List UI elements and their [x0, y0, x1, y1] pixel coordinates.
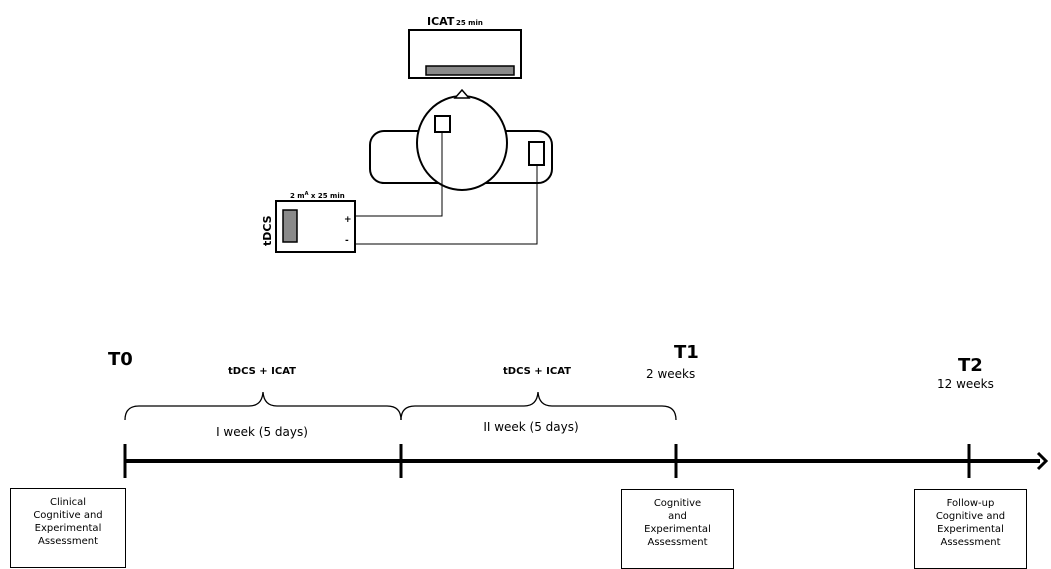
head-schematic [369, 88, 553, 191]
assessment-t2-line: Experimental [937, 524, 1004, 535]
timepoint-t0: T0 [108, 349, 133, 370]
assessment-t1-line: Cognitive [653, 498, 702, 509]
timepoint-t1-sub: 2 weeks [646, 367, 695, 381]
timeline-arrowhead [1036, 451, 1049, 471]
assessment-t1-line: Experimental [644, 524, 711, 535]
assessment-t0-line: Cognitive and [33, 510, 103, 521]
timepoint-t2: T2 [958, 355, 983, 376]
assessment-t1-line: Assessment [647, 537, 708, 548]
tdcs-label: tDCS [261, 215, 274, 246]
assessment-box-t2: Follow-up Cognitive and Experimental Ass… [914, 489, 1027, 569]
assessment-t0-line: Experimental [34, 523, 102, 534]
assessment-t1-line: and [668, 511, 687, 522]
phase1-title: tDCS + ICAT [228, 366, 296, 377]
anode-wire [355, 132, 443, 217]
tdcs-dose: 2 mA x 25 min [290, 191, 345, 200]
brace-week2 [400, 391, 677, 421]
tdcs-device [275, 200, 356, 253]
phase1-period: I week (5 days) [216, 425, 308, 439]
anode-electrode [434, 115, 451, 133]
timepoint-t2-sub: 12 weeks [937, 377, 994, 391]
cathode-sign: - [345, 236, 349, 246]
icat-screen [408, 29, 522, 79]
assessment-t2-line: Assessment [940, 537, 1001, 548]
assessment-box-t0: Clinical Cognitive and Experimental Asse… [10, 488, 126, 568]
brace-week1 [124, 391, 402, 421]
timepoint-t1: T1 [674, 342, 699, 363]
cathode-wire [355, 165, 538, 245]
phase2-title: tDCS + ICAT [503, 366, 571, 377]
assessment-t0-line: Assessment [38, 536, 98, 547]
icat-duration: 25 min [456, 19, 483, 27]
icat-label: ICAT [427, 15, 455, 28]
anode-sign: + [344, 215, 352, 225]
assessment-t2-line: Follow-up [946, 498, 995, 509]
assessment-box-t1: Cognitive and Experimental Assessment [621, 489, 734, 569]
assessment-t2-line: Cognitive and [935, 511, 1006, 522]
cathode-electrode [528, 141, 545, 166]
assessment-t0-line: Clinical [49, 497, 87, 508]
phase2-period: II week (5 days) [483, 420, 578, 434]
